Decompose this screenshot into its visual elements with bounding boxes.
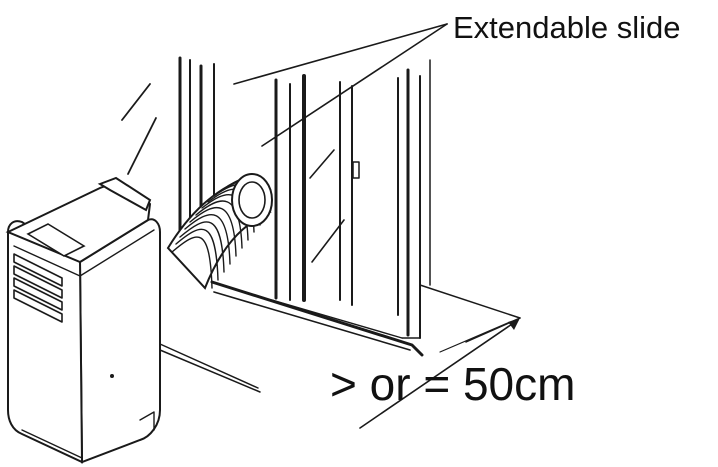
air-conditioner-unit [5, 176, 161, 464]
distance-label: > or = 50cm [330, 358, 575, 410]
floor-outline [159, 284, 521, 393]
exhaust-hose [166, 173, 273, 290]
extendable-slide-label: Extendable slide [453, 10, 681, 45]
vent-louvres [13, 253, 63, 323]
slide-callout-leaders [233, 23, 448, 147]
window-frame [178, 56, 431, 357]
airflow-marks [121, 83, 157, 175]
distance-dimension-line [359, 318, 520, 429]
